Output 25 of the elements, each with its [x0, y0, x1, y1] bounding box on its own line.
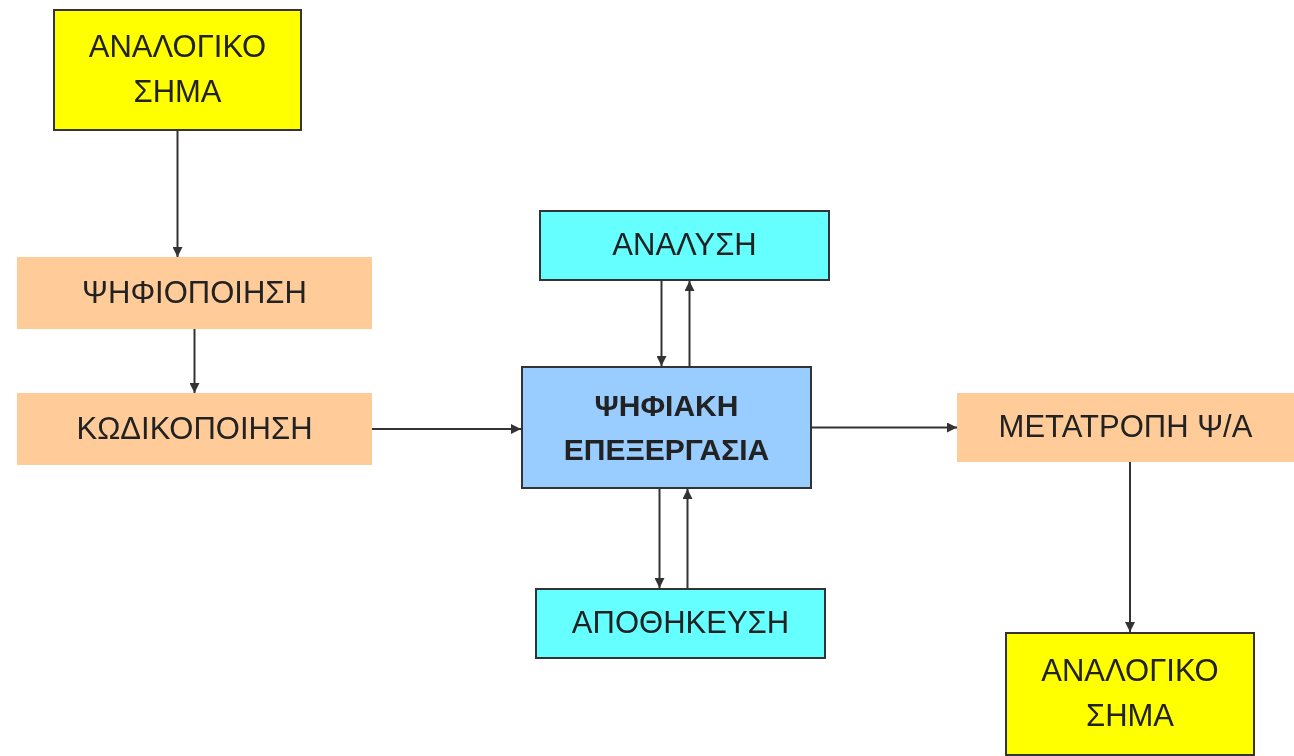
process-box [539, 210, 830, 281]
arrow [1125, 461, 1135, 633]
arrow [172, 130, 183, 258]
box-label: ΚΩΔΙΚΟΠΟΙΗΣΗ [76, 409, 313, 448]
box-label: ΨΗΦΙΑΚΗ ΕΠΕΞΕΡΓΑΣΙΑ [562, 388, 771, 468]
signal-box [1005, 632, 1255, 756]
arrow [656, 280, 667, 367]
box-label: ΜΕΤΑΤΡΟΠΗ Ψ/Α [998, 408, 1253, 447]
arrow [811, 422, 958, 433]
arrow [371, 424, 522, 434]
box-label: ΑΝΑΛΥΣΗ [612, 226, 757, 265]
box-label: ΑΠΟΘΗΚΕΥΣΗ [571, 604, 790, 643]
arrow [654, 488, 665, 589]
box-label: ΨΗΦΙΟΠΟΙΗΣΗ [82, 273, 307, 312]
arrow [189, 328, 200, 394]
process-box [957, 393, 1294, 462]
arrow [684, 280, 695, 367]
box-label: ΑΝΑΛΟΓΙΚΟ ΣΗΜΑ [87, 28, 268, 111]
process-box [17, 257, 372, 329]
arrow [682, 488, 693, 589]
process-box [17, 393, 372, 465]
signal-box [53, 9, 302, 131]
processing-box [521, 366, 812, 489]
process-box [535, 588, 826, 659]
box-label: ΑΝΑΛΟΓΙΚΟ ΣΗΜΑ [1040, 652, 1220, 735]
